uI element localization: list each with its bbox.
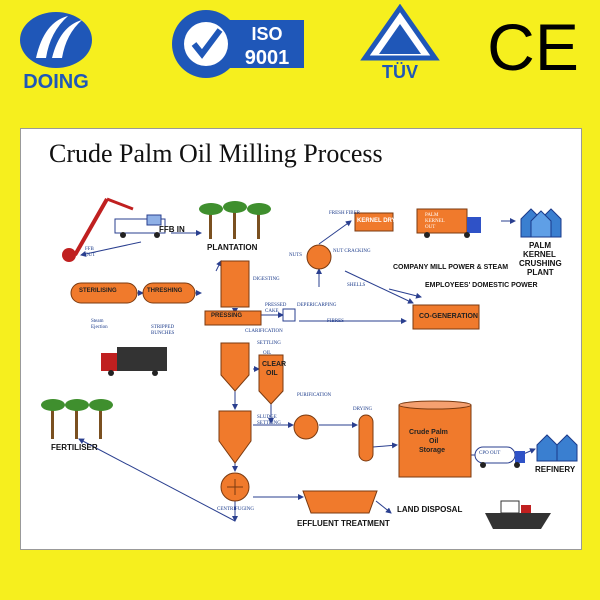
nut-cracking-vessel [306,244,332,270]
label-ffb-out-1: FFB [85,247,94,252]
label-depericarping: DEPERICARPING [297,303,337,308]
clear-oil-tank [258,354,284,405]
label-steam-ejection-1: Steam [91,319,104,324]
label-pressed-cake-2: CAKE [265,309,279,314]
kernel-drying-box [354,212,394,232]
ce-text: CE [487,10,579,84]
label-oil: OIL [263,351,272,356]
label-plantation: PLANTATION [207,243,258,252]
label-refinery: REFINERY [535,465,576,474]
co-generation-box [412,304,480,330]
crane-icon [62,197,166,262]
crushing-plant-icon [520,208,562,238]
drying-vessel [358,414,374,462]
label-clear-oil-1: CLEAR [262,361,287,368]
iso-9001-badge: ISO 9001 [172,10,304,78]
doing-logo: DOING [20,12,92,93]
label-threshing: THRESHING [147,288,183,294]
label-kernel-out-3: OUT [425,225,436,230]
label-pk-line1: PALM [529,241,552,250]
label-fertiliser: FERTILISER [51,443,98,452]
label-pk-line4: PLANT [527,268,554,277]
label-ffb-out-2: OUT [85,253,96,258]
label-drying: DRYING [353,407,373,412]
label-clear-oil-2: OIL [266,370,278,377]
label-clarification: CLARIFICATION [245,329,283,334]
tuv-text: TÜV [382,62,418,82]
label-kernel-drying: KERNEL DRYING [357,218,407,224]
refinery-icon [536,434,578,462]
label-nuts: NUTS [289,253,303,258]
tuv-logo: TÜV [360,4,440,82]
label-fibres: FIBRES [327,319,344,324]
label-stripped-1: STRIPPED [151,325,175,330]
label-pressing: PRESSING [211,313,243,319]
threshing-vessel [142,282,196,304]
ship-icon [485,500,551,529]
label-pressed-cake-1: PRESSED [265,303,287,308]
label-cpo-storage-2: Oil [429,438,439,445]
cpo-truck-icon [474,446,525,468]
label-pk-line3: CRUSHING [519,259,562,268]
label-land-disposal: LAND DISPOSAL [397,505,463,514]
label-cpo-storage-3: Storage [419,447,446,454]
ce-mark: CE [487,10,579,84]
bunches-truck-icon [101,347,167,376]
sterilising-vessel [70,282,138,304]
fertiliser-palms-icon [41,399,113,439]
label-pk-line2: KERNEL [523,250,556,259]
effluent-pond [302,490,378,514]
label-stripped-2: BUNCHES [151,331,175,336]
purification-vessel [293,414,319,440]
plantation-palms-icon [199,201,271,239]
label-shells: SHELLS [347,283,366,288]
label-sludge-2: SETTLING [257,421,281,426]
diagram-title: Crude Palm Oil Milling Process [49,139,383,168]
iso-number: 9001 [245,47,290,69]
label-company-mill-power: COMPANY MILL POWER & STEAM [393,264,509,271]
cpo-storage-tank [398,404,472,478]
label-kernel-out-2: KERNEL [425,219,445,224]
label-ffb-in: FFB IN [159,225,185,234]
label-sludge-1: SLUDGE [257,415,277,420]
process-diagram: Crude Palm Oil Milling Process [20,128,582,550]
label-effluent-treatment: EFFLUENT TREATMENT [297,519,390,528]
label-cpo-storage-1: Crude Palm [409,429,448,436]
label-centrifuging: CENTRIFUGING [217,507,254,512]
label-settling: SETTLING [257,341,281,346]
label-co-generation: CO-GENERATION [419,313,478,320]
label-steam-ejection-2: Ejection [91,325,108,330]
flow-graphics [41,197,578,529]
doing-brand-text: DOING [23,71,89,93]
label-cpo-out: CPO OUT [479,451,501,456]
kernel-truck-icon [416,208,481,238]
label-nut-cracking: NUT CRACKING [333,249,371,254]
depericarping-box [282,308,296,322]
label-fresh-fiber: FRESH FIBER [329,211,360,216]
label-purification: PURIFICATION [297,393,332,398]
iso-text: ISO [251,24,282,44]
sludge-settling-tank [218,410,252,464]
label-digesting: DIGESTING [253,277,280,282]
label-sterilising: STERILISING [79,288,117,294]
label-kernel-out-1: PALM [425,213,439,218]
clarification-tank [220,342,250,392]
digesting-vessel [220,260,250,308]
label-employees-power: EMPLOYEES' DOMESTIC POWER [425,282,538,289]
pressing-vessel [204,310,262,326]
